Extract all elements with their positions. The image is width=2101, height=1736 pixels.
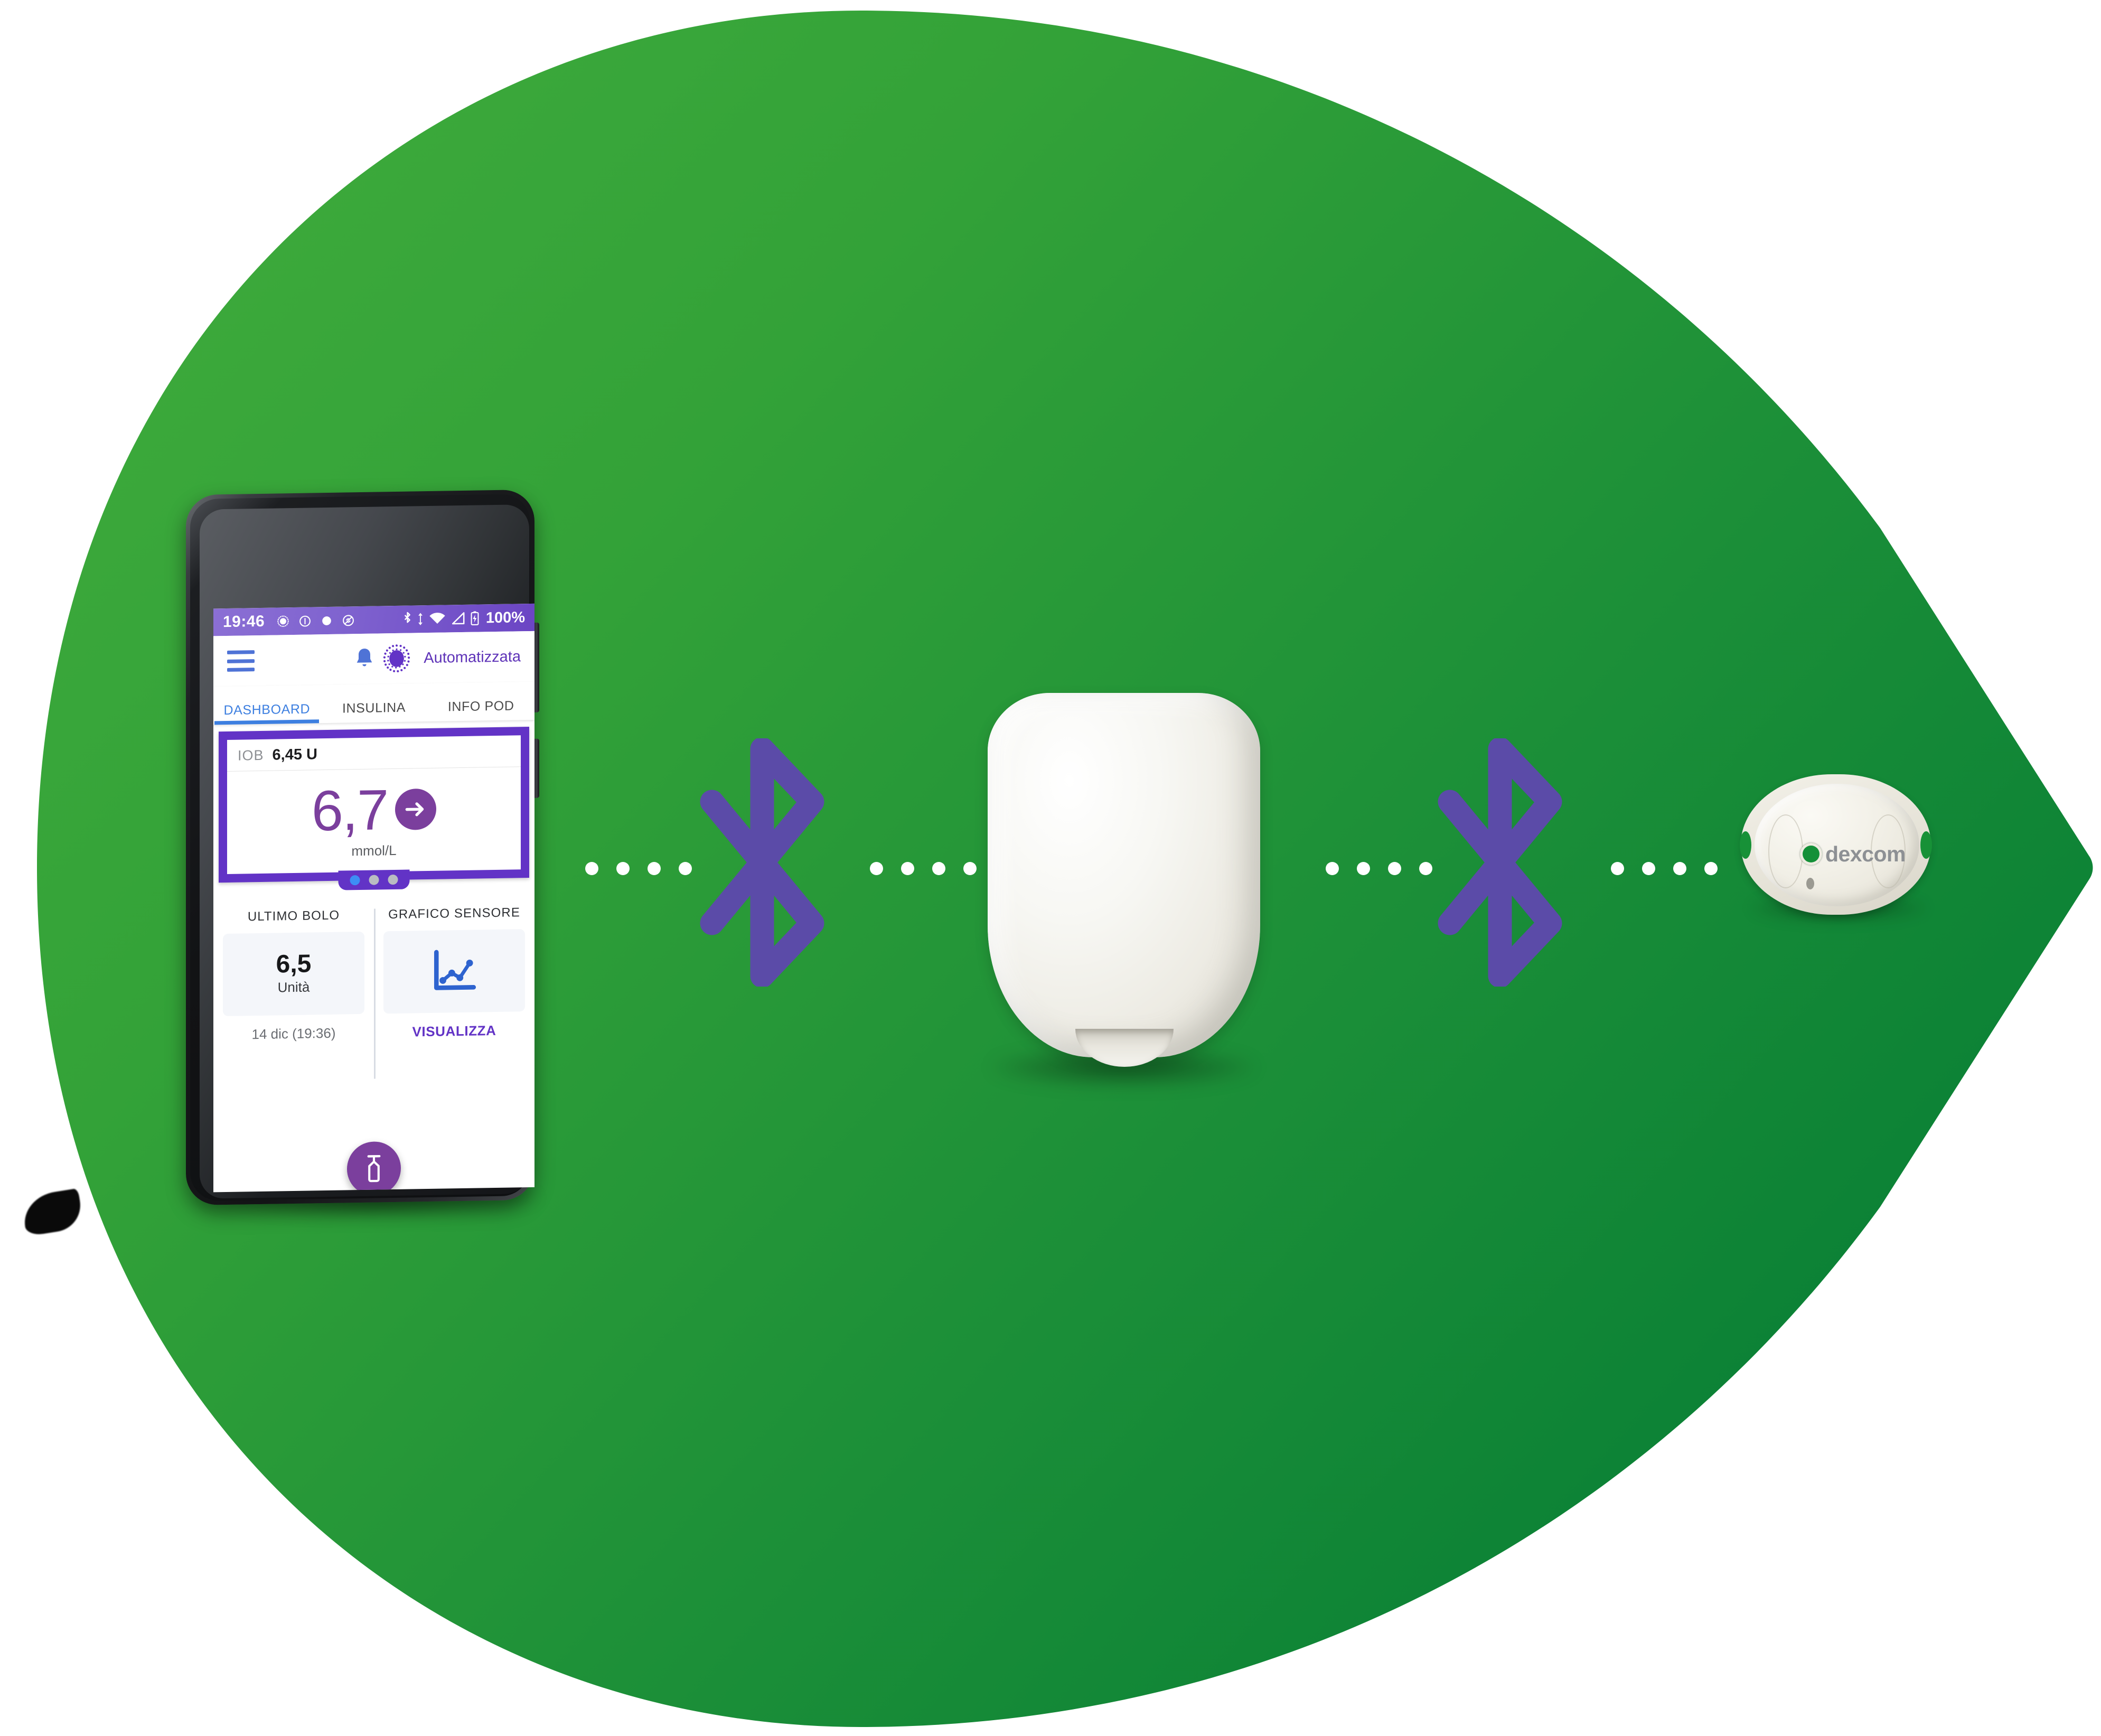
sensor-transmitter-top: dexcom (1755, 784, 1919, 906)
bluetooth-icon (1438, 738, 1562, 987)
tab-bar: DASHBOARD INSULINA INFO POD (213, 681, 534, 725)
dexcom-sensor: dexcom (1738, 771, 1944, 930)
smartphone: 19:46 (186, 489, 556, 1232)
automated-mode-icon[interactable] (379, 641, 414, 676)
pod-body (988, 693, 1260, 1057)
bolus-fab-button[interactable] (347, 1141, 401, 1193)
arrow-right-icon (395, 789, 437, 831)
sync-icon (418, 613, 423, 625)
signal-dots-left-a (585, 862, 692, 875)
tab-insulina[interactable]: INSULINA (342, 700, 406, 716)
glucose-reading: 6,7 (311, 777, 388, 843)
sensor-chart-title: GRAFICO SENSORE (388, 905, 520, 922)
mute-icon (343, 614, 354, 626)
status-right-icons: 100% (403, 609, 525, 628)
signal-icon (452, 612, 465, 625)
glucose-area: 6,7 mmol/L (227, 767, 521, 874)
glucose-row: 6,7 (227, 777, 521, 843)
carousel-pager[interactable] (338, 869, 410, 890)
mode-label: Automatizzata (424, 648, 521, 667)
glucose-card[interactable]: IOB 6,45 U 6,7 (219, 726, 529, 890)
do-not-disturb-icon (299, 615, 311, 627)
view-chart-link[interactable]: VISUALIZZA (412, 1022, 496, 1040)
sensor-base-adhesive: dexcom (1740, 774, 1932, 915)
insulin-vial-icon (367, 1155, 381, 1183)
last-bolus-value: 6,5 (276, 950, 312, 979)
phone-screen: 19:46 (213, 603, 534, 1193)
circle-icon (322, 616, 332, 625)
signal-dots-right-a (1326, 862, 1432, 875)
bluetooth-icon (404, 612, 410, 623)
panel-last-bolus: ULTIMO BOLO 6,5 Unità 14 dic (19:36) (213, 907, 374, 1043)
pager-dot-1[interactable] (350, 875, 360, 885)
sensor-led-indicator (1806, 878, 1814, 889)
status-left-icons (276, 613, 355, 628)
bottom-panels: ULTIMO BOLO 6,5 Unità 14 dic (19:36) GRA… (213, 905, 534, 1079)
bluetooth-icon (700, 738, 824, 987)
sensor-arc-right (1871, 814, 1906, 888)
phone-glass: 19:46 (200, 504, 534, 1199)
insulin-pod (976, 693, 1277, 1094)
sensor-arc-left (1768, 814, 1803, 888)
signal-dots-left-b (870, 862, 977, 875)
last-bolus-unit: Unità (277, 979, 310, 996)
pager-dot-3[interactable] (388, 874, 398, 885)
panel-sensor-chart: GRAFICO SENSORE (374, 905, 534, 1040)
battery-icon (471, 611, 479, 626)
signal-dots-right-b (1611, 862, 1718, 875)
iob-label: IOB (238, 747, 264, 764)
status-clock: 19:46 (223, 612, 265, 631)
tab-info-pod[interactable]: INFO POD (447, 698, 514, 715)
glucose-unit: mmol/L (351, 842, 397, 859)
pager-dot-2[interactable] (369, 875, 379, 885)
sensor-center-hole (1800, 843, 1822, 865)
status-bar: 19:46 (213, 603, 534, 636)
sensor-notch-left (1740, 831, 1751, 859)
hamburger-icon[interactable] (227, 650, 255, 672)
battery-percentage: 100% (485, 608, 525, 626)
sensor-notch-right (1920, 831, 1932, 859)
wifi-icon (429, 613, 445, 624)
bell-icon[interactable] (353, 646, 376, 672)
phone-bezel: 19:46 (190, 493, 534, 1202)
dexcom-brand-label: dexcom (1825, 842, 1906, 866)
last-bolus-box[interactable]: 6,5 Unità (223, 931, 364, 1016)
iob-row: IOB 6,45 U (227, 735, 521, 772)
app-bar: Automatizzata (213, 631, 534, 687)
sensor-chart-box[interactable] (383, 928, 525, 1014)
line-chart-icon (434, 950, 476, 990)
iob-value: 6,45 U (272, 746, 317, 764)
panel-divider (374, 908, 376, 1079)
phone-body: 19:46 (186, 489, 539, 1206)
brightness-icon (277, 615, 289, 627)
last-bolus-title: ULTIMO BOLO (247, 908, 340, 924)
last-bolus-timestamp: 14 dic (19:36) (251, 1025, 336, 1042)
